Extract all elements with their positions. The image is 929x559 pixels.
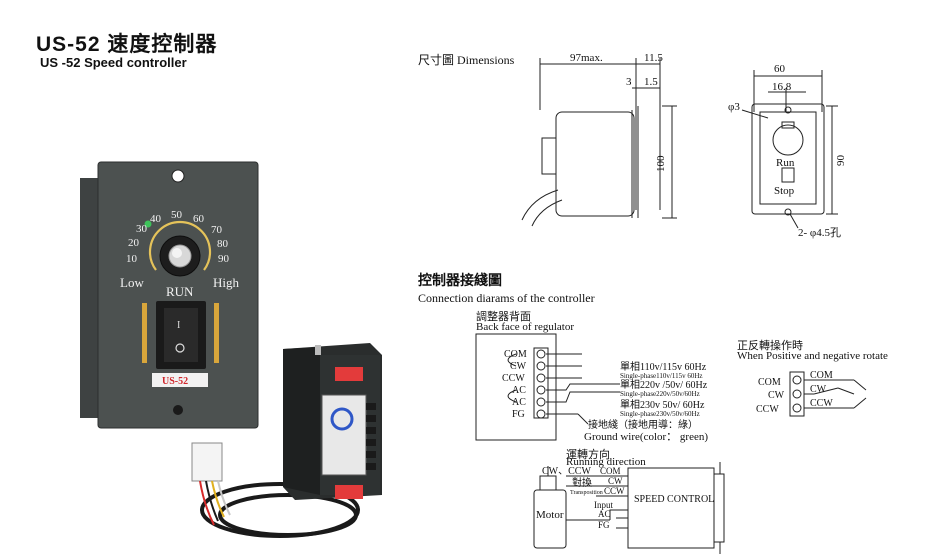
run-mark: Run (776, 157, 795, 169)
dial-number: 70 (211, 224, 223, 236)
dial-number: 60 (193, 213, 205, 225)
controller-back-photo (191, 343, 382, 538)
page-title: US-52 速度控制器 (36, 33, 218, 56)
dial-number: 40 (150, 213, 162, 225)
dimensions-heading: 尺寸圖 Dimensions (418, 53, 515, 67)
cw-ccw-label: CW、CCW (542, 466, 591, 477)
dial-number: 30 (136, 223, 148, 235)
input-label: Input (594, 500, 613, 510)
supply-220: 單相220v /50v/ 60Hz (620, 378, 708, 391)
rotate-terminal: CCW (810, 398, 833, 409)
motor-label: Motor (536, 509, 564, 521)
supply-110: 單相110v/115v 60Hz (620, 360, 707, 373)
dial-number: 80 (217, 238, 229, 250)
rotate-terminal: CCW (756, 404, 779, 415)
rotate-terminal: COM (758, 377, 781, 388)
ground-wire-en: Ground wire(color： green) (584, 431, 708, 443)
front-view-drawing: 60 16.8 φ3 Run Stop 90 2- φ4.5孔 (728, 63, 847, 239)
dim-gap-right: 1.5 (644, 76, 658, 88)
stop-mark: Stop (774, 185, 795, 197)
low-label: Low (120, 275, 144, 290)
supply-220-sub: Single-phase220v/50v/60Hz (620, 390, 700, 398)
supply-230-sub: Single-phase230v/50v/60Hz (620, 410, 700, 418)
dim-flange: 11.5 (644, 52, 663, 64)
box-terminal: FG (598, 520, 610, 530)
dial-number: 20 (128, 237, 140, 249)
dial-number: 50 (171, 209, 183, 221)
dial-scale (148, 220, 212, 271)
swap-en: Transposition (570, 490, 603, 496)
rotate-terminal: COM (810, 370, 833, 381)
box-terminal: CCW (604, 486, 625, 496)
rotate-heading-cn: 正反轉操作時 (737, 340, 803, 352)
back-face-wiring: COM CW CCW AC AC FG 單相110v/115v 60Hz Sin… (475, 333, 708, 443)
terminal-label: AC (512, 385, 526, 396)
mount-hole-bottom (173, 405, 183, 415)
motor-wiring: CW、CCW 對換 Transposition Motor COM CW CCW… (533, 462, 725, 554)
box-terminal: CW (608, 476, 623, 486)
dim-width: 97max. (570, 52, 603, 64)
mount-hole-top (171, 169, 185, 183)
svg-text:I: I (177, 320, 180, 331)
supply-110-sub: Single-phase110v/115v 60Hz (620, 372, 703, 380)
page-subtitle: US -52 Speed controller (40, 55, 187, 70)
dial-number: 90 (218, 253, 230, 265)
dim-height: 100 (655, 155, 667, 172)
rotate-terminal: CW (768, 390, 785, 401)
rotate-heading-en: When Positive and negative rotate (737, 350, 888, 362)
back-face-en: Back face of regulator (476, 321, 575, 333)
dim-front-width: 60 (774, 63, 786, 75)
box-terminal: COM (600, 466, 621, 476)
run-label: RUN (166, 284, 194, 299)
terminal-label: FG (512, 409, 525, 420)
ground-wire-cn: 接地綫（接地用導：綠） (588, 418, 698, 431)
rotate-wiring: COM CW CCW COM CW CCW (756, 370, 867, 417)
wiring-heading-cn: 控制器接綫圖 (418, 272, 502, 288)
back-face-cn: 調整器背面 (476, 311, 531, 323)
swap-cn: 對換 (572, 476, 592, 489)
speed-control-label: SPEED CONTROL (634, 494, 714, 505)
dial-number: 10 (126, 253, 138, 265)
model-badge: US-52 (162, 376, 188, 387)
dim-inner: 16.8 (772, 81, 792, 93)
supply-230: 單相230v 50v/ 60Hz (620, 398, 705, 411)
terminal-label: COM (504, 349, 527, 360)
dim-gap-left: 3 (626, 76, 632, 88)
indicator-led (144, 220, 152, 228)
box-terminal: AC (598, 509, 611, 519)
controller-front-panel: 10 20 30 40 50 60 70 80 90 Low RUN High … (80, 161, 259, 429)
terminal-label: CCW (502, 373, 525, 384)
terminal-label: CW (510, 361, 527, 372)
rotate-terminal: CW (810, 384, 827, 395)
dim-mount: 2- φ4.5孔 (798, 226, 841, 239)
terminal-label: AC (512, 397, 526, 408)
wiring-heading-en: Connection diarams of the controller (418, 291, 595, 305)
dim-hole: φ3 (728, 101, 740, 113)
dim-front-height: 90 (835, 155, 847, 167)
direction-heading-en: Running direction (566, 456, 646, 468)
high-label: High (213, 275, 240, 290)
direction-heading-cn: 運轉方向 (566, 449, 610, 461)
side-view-drawing: 97max. 11.5 3 1.5 100 (521, 52, 677, 227)
